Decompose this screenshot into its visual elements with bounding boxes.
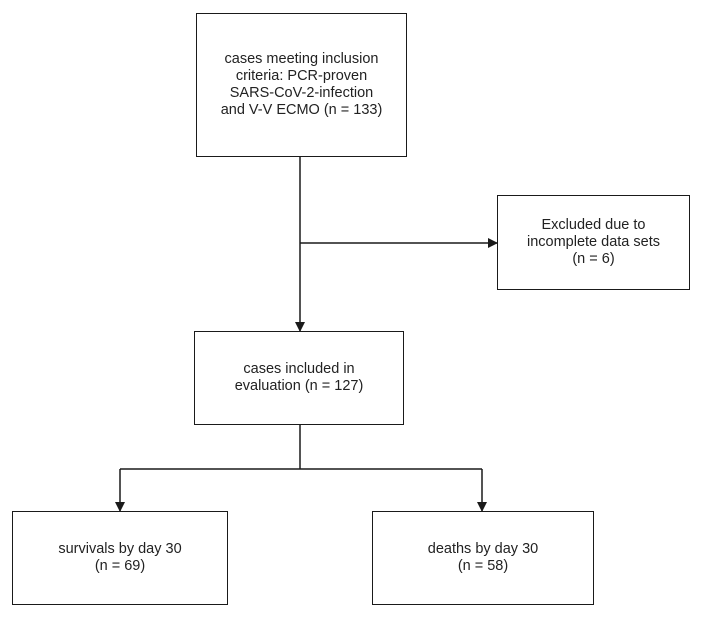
excluded-box: Excluded due to incomplete data sets (n … — [497, 195, 690, 290]
deaths-box: deaths by day 30 (n = 58) — [372, 511, 594, 605]
inclusion-line-4: and V-V ECMO (n = 133) — [220, 102, 383, 118]
excluded-line-3: (n = 6) — [572, 251, 615, 267]
survivals-line-1: survivals by day 30 — [58, 541, 182, 557]
excluded-line-1: Excluded due to — [541, 217, 646, 233]
inclusion-line-3: SARS-CoV-2-infection — [229, 85, 374, 101]
inclusion-line-1: cases meeting inclusion — [224, 51, 379, 67]
deaths-line-2: (n = 58) — [457, 558, 509, 574]
evaluation-box: cases included in evaluation (n = 127) — [194, 331, 404, 425]
survivals-line-2: (n = 69) — [94, 558, 146, 574]
inclusion-criteria-box: cases meeting inclusion criteria: PCR-pr… — [196, 13, 407, 157]
excluded-line-2: incomplete data sets — [527, 234, 660, 250]
inclusion-line-2: criteria: PCR-proven — [235, 68, 368, 84]
survivals-box: survivals by day 30 (n = 69) — [12, 511, 228, 605]
deaths-line-1: deaths by day 30 — [427, 541, 539, 557]
evaluation-line-2: evaluation (n = 127) — [234, 378, 364, 394]
evaluation-line-1: cases included in — [243, 361, 355, 377]
